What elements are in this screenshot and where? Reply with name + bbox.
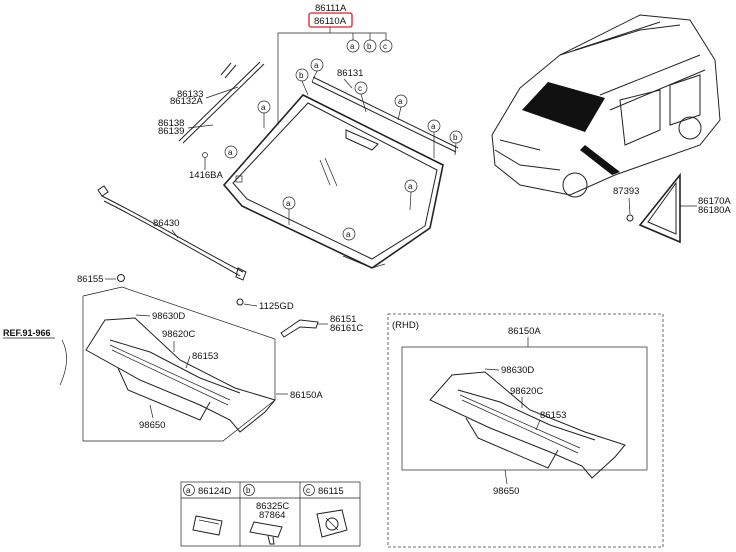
part-label-86180A[interactable]: 86180A <box>698 205 731 216</box>
part-label-86170A[interactable]: 86170A <box>698 196 731 207</box>
legend-clip-c <box>316 509 348 538</box>
legend-letter-a: a <box>186 486 191 495</box>
part-label-86131[interactable]: 86131 <box>337 68 363 79</box>
legend-part-86115[interactable]: 86115 <box>318 486 344 497</box>
svg-text:c: c <box>358 84 362 93</box>
part-label-86153-rhd[interactable]: 86153 <box>540 410 566 421</box>
part-label-98650-rhd[interactable]: 98650 <box>493 486 519 497</box>
part-label-98630D-lhd[interactable]: 98630D <box>152 311 185 322</box>
part-label-86132A[interactable]: 86132A <box>170 96 203 107</box>
legend-clip-a <box>192 515 223 536</box>
side-molding <box>178 61 265 158</box>
quarter-glass <box>626 172 681 244</box>
part-label-98620C-rhd[interactable]: 98620C <box>510 386 543 397</box>
part-label-1125GD[interactable]: 1125GD <box>259 301 294 312</box>
ref-link-91-966[interactable]: REF.91-966 <box>3 328 51 338</box>
svg-text:b: b <box>299 71 304 80</box>
part-label-86155[interactable]: 86155 <box>77 274 103 285</box>
part-label-87393[interactable]: 87393 <box>613 186 639 197</box>
part-label-86110A[interactable]: 86110A <box>314 16 347 27</box>
part-label-1416BA[interactable]: 1416BA <box>189 170 223 181</box>
part-label-86133[interactable]: 86133 <box>177 89 203 100</box>
windshield-glass <box>222 94 444 269</box>
legend-clip-b <box>249 521 283 545</box>
header-leader-lines <box>277 27 387 125</box>
svg-text:a: a <box>346 230 351 239</box>
svg-text:b: b <box>453 133 458 142</box>
part-label-86161C[interactable]: 86161C <box>330 323 363 334</box>
part-label-86430[interactable]: 86430 <box>153 218 179 229</box>
part-label-86150A-lhd[interactable]: 86150A <box>290 390 323 401</box>
rhd-title: (RHD) <box>392 320 419 331</box>
cowl-panel-rhd <box>429 371 626 479</box>
part-label-86138[interactable]: 86138 <box>158 118 184 129</box>
legend-letter-b: b <box>246 486 251 495</box>
legend-table <box>180 481 361 547</box>
svg-text:b: b <box>367 42 372 51</box>
svg-text:a: a <box>314 61 319 70</box>
svg-text:a: a <box>286 199 291 208</box>
rhd-box <box>387 313 664 548</box>
svg-text:a: a <box>350 42 355 51</box>
part-label-86150A-rhd[interactable]: 86150A <box>508 326 541 337</box>
part-label-86111A[interactable]: 86111A <box>315 3 347 14</box>
svg-text:a: a <box>228 148 233 157</box>
dam-strip <box>97 185 247 281</box>
part-label-98620C-lhd[interactable]: 98620C <box>162 329 195 340</box>
part-label-98650-lhd[interactable]: 98650 <box>139 420 165 431</box>
legend-part-86325C[interactable]: 86325C <box>256 501 289 512</box>
legend-part-87864[interactable]: 87864 <box>259 510 285 521</box>
highlight-box <box>308 12 353 28</box>
svg-text:a: a <box>398 97 403 106</box>
part-label-86151[interactable]: 86151 <box>330 314 356 325</box>
svg-text:a: a <box>261 103 266 112</box>
upper-molding <box>311 76 459 153</box>
rhd-inner-frame <box>401 346 648 471</box>
legend-part-86124D[interactable]: 86124D <box>198 486 231 497</box>
svg-text:a: a <box>431 122 436 131</box>
header-callouts: a b c <box>346 39 393 53</box>
van-illustration <box>491 14 721 198</box>
svg-text:c: c <box>383 42 387 51</box>
part-label-98630D-rhd[interactable]: 98630D <box>501 365 534 376</box>
cowl-panel-lhd <box>85 274 319 433</box>
windshield-callouts: a b a c a a b a a a a <box>224 58 463 241</box>
legend-letter-c: c <box>306 486 310 495</box>
part-label-86139[interactable]: 86139 <box>158 126 184 137</box>
svg-text:a: a <box>408 182 413 191</box>
part-label-86153-lhd[interactable]: 86153 <box>192 351 218 362</box>
